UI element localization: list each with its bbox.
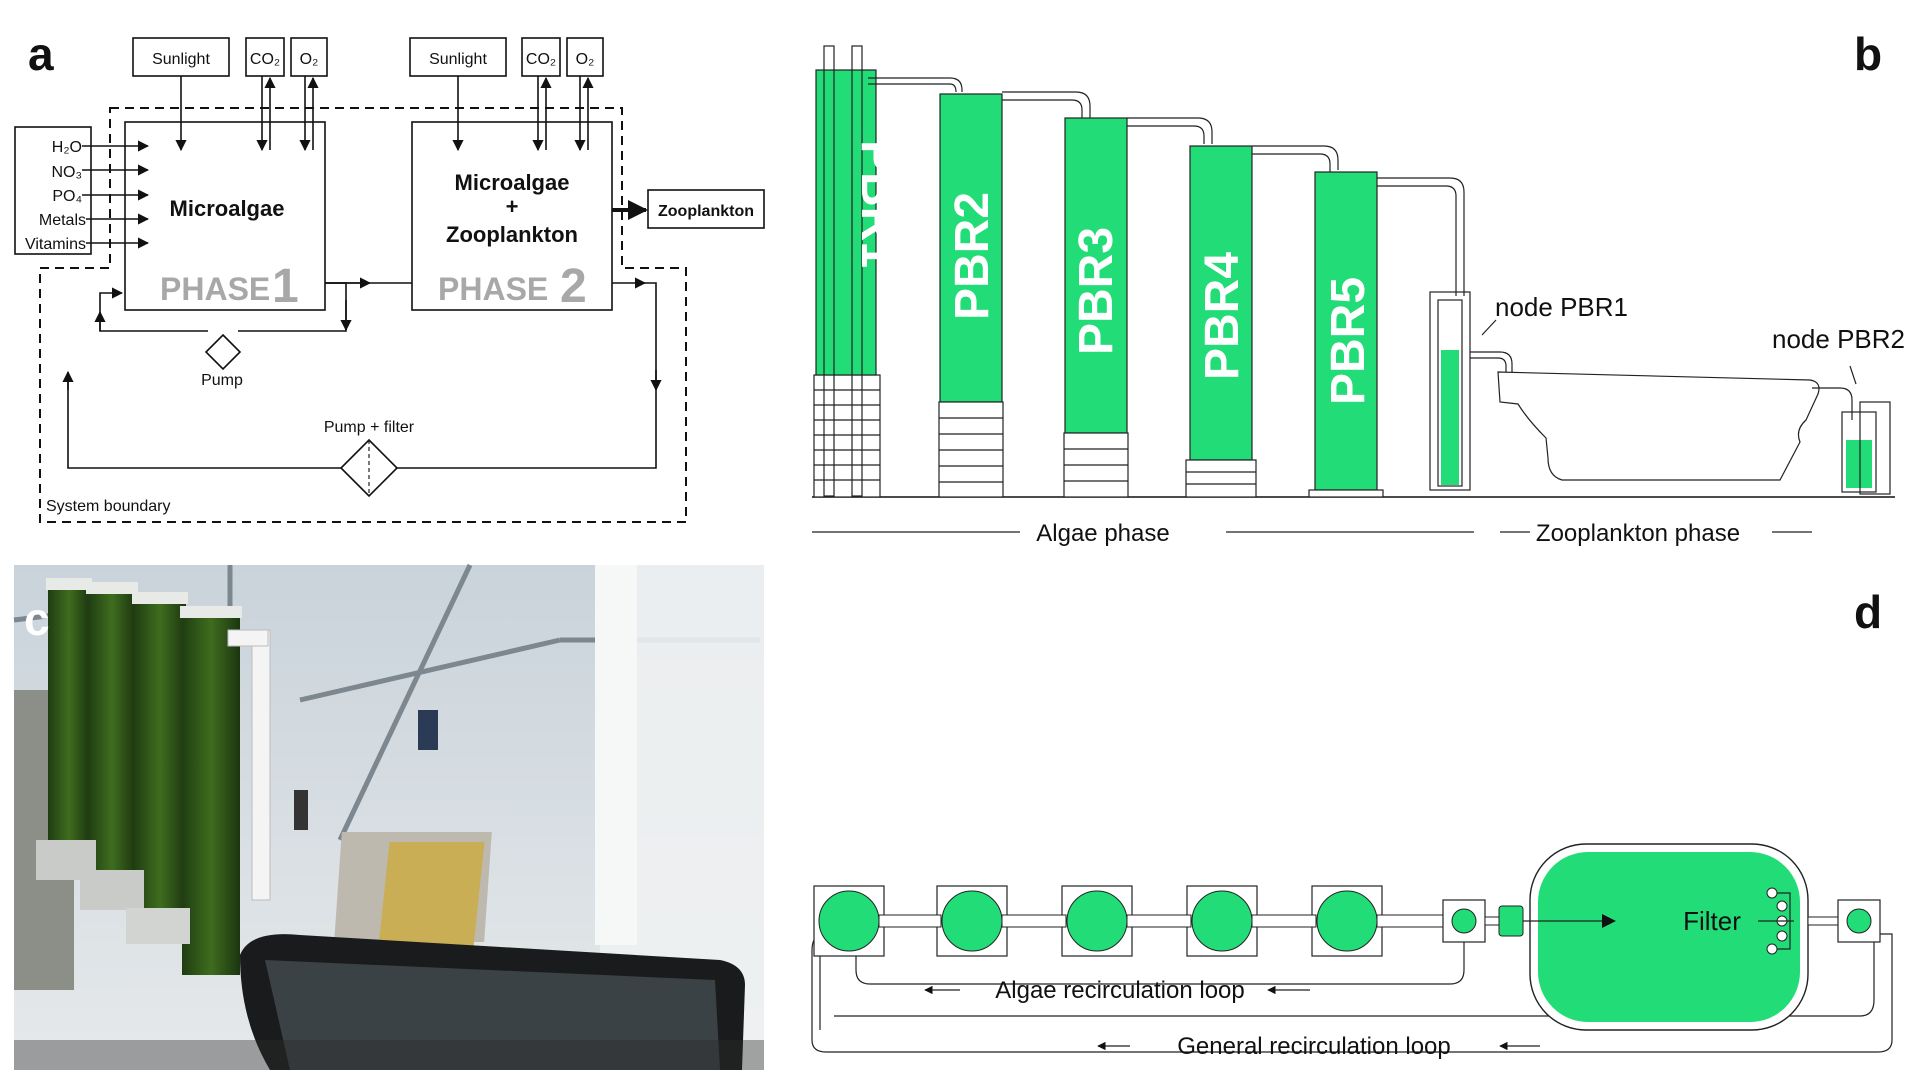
input-metals: Metals bbox=[39, 212, 86, 229]
phase1-number: 1 bbox=[272, 260, 299, 313]
co2-label-1: CO₂ bbox=[250, 51, 280, 68]
system-boundary bbox=[39, 107, 687, 523]
panel-b-diagram: b PBR1 PBR2 bbox=[812, 28, 1905, 547]
pbr-topview-1 bbox=[813, 885, 885, 957]
pbr-topview-3 bbox=[1061, 885, 1133, 957]
co2-box-2 bbox=[521, 37, 561, 77]
input-arrows bbox=[82, 140, 150, 249]
pipe-3-4 bbox=[1127, 117, 1213, 144]
input-no3: NO₃ bbox=[51, 164, 82, 181]
pbr3-column: PBR3 bbox=[1063, 117, 1129, 498]
general-loop-label: General recirculation loop bbox=[1177, 1033, 1450, 1060]
co2-label-2: CO₂ bbox=[526, 51, 556, 68]
input-po4: PO₄ bbox=[52, 188, 82, 205]
system-boundary-label: System boundary bbox=[46, 498, 171, 515]
panel-a-diagram: a System boundary H₂O NO₃ PO₄ Metals Vit… bbox=[14, 28, 765, 523]
node-pbr2 bbox=[1812, 365, 1891, 495]
phase2-title-3: Zooplankton bbox=[446, 222, 578, 247]
input-h2o: H₂O bbox=[52, 139, 82, 156]
pipe-2-3 bbox=[1002, 91, 1091, 118]
node-pbr1 bbox=[1429, 291, 1497, 491]
pbr-topview-2 bbox=[936, 885, 1008, 957]
node-topview-1 bbox=[1442, 899, 1486, 943]
phase2-title-2: + bbox=[506, 194, 519, 219]
algae-loop-pipe bbox=[855, 935, 1465, 985]
sunlight-label-1: Sunlight bbox=[152, 51, 210, 68]
pbr4-label: PBR4 bbox=[1196, 252, 1249, 380]
panel-letter-d: d bbox=[1854, 586, 1882, 638]
filter-tank bbox=[1523, 843, 1809, 1031]
output-zooplankton-label: Zooplankton bbox=[658, 203, 754, 220]
phase2-label: PHASE bbox=[438, 271, 548, 307]
pump-filter-label: Pump + filter bbox=[324, 419, 415, 436]
inputs-box bbox=[14, 126, 92, 255]
o2-label-1: O₂ bbox=[300, 51, 319, 68]
general-loop-inner bbox=[834, 935, 1875, 1017]
panel-letter-a: a bbox=[28, 28, 54, 80]
pbr1-column: PBR1 bbox=[813, 45, 904, 498]
algae-phase-label: Algae phase bbox=[1036, 520, 1169, 547]
pipe-node1-tank bbox=[1470, 351, 1513, 372]
phase2-title-1: Microalgae bbox=[455, 170, 570, 195]
pipe-1-2 bbox=[868, 77, 963, 92]
pipe-4-5 bbox=[1252, 145, 1339, 170]
output-zooplankton-box bbox=[647, 189, 765, 229]
pbr1-label: PBR1 bbox=[851, 140, 904, 268]
panel-letter-c: c bbox=[24, 593, 50, 645]
node-pbr2-label: node PBR2 bbox=[1772, 324, 1905, 354]
o2-label-2: O₂ bbox=[576, 51, 595, 68]
phase2-number: 2 bbox=[560, 260, 587, 313]
input-vitamins: Vitamins bbox=[25, 236, 86, 253]
node-topview-2 bbox=[1837, 899, 1881, 943]
pump-symbol bbox=[204, 333, 242, 371]
pipe-5-node1 bbox=[1377, 177, 1465, 296]
pbr4-column: PBR4 bbox=[1185, 145, 1257, 498]
algae-loop-label: Algae recirculation loop bbox=[995, 977, 1244, 1004]
pbr5-column: PBR5 bbox=[1308, 171, 1384, 498]
general-loop-left bbox=[67, 376, 341, 469]
pump-label: Pump bbox=[201, 372, 243, 389]
panel-letter-b: b bbox=[1854, 28, 1882, 80]
phase1-box bbox=[124, 121, 326, 311]
panel-d-diagram: d bbox=[811, 586, 1893, 1060]
pbr2-column: PBR2 bbox=[938, 93, 1004, 498]
panel-c-photo: c bbox=[13, 563, 764, 1070]
pbr5-label: PBR5 bbox=[1322, 277, 1375, 405]
pbr3-label: PBR3 bbox=[1070, 227, 1123, 355]
filter-label: Filter bbox=[1683, 906, 1741, 936]
o2-box-1 bbox=[290, 37, 328, 77]
phase1-title: Microalgae bbox=[170, 196, 285, 221]
zooplankton-phase-label: Zooplankton phase bbox=[1536, 520, 1740, 547]
zooplankton-tank bbox=[1497, 371, 1820, 481]
pbr-topview-4 bbox=[1186, 885, 1258, 957]
co2-box-1 bbox=[245, 37, 285, 77]
pbr-topview-5 bbox=[1311, 885, 1383, 957]
o2-box-2 bbox=[566, 37, 604, 77]
pbr2-label: PBR2 bbox=[946, 192, 999, 320]
node-pbr1-label: node PBR1 bbox=[1495, 292, 1628, 322]
inputs-list: H₂O NO₃ PO₄ Metals Vitamins bbox=[25, 139, 86, 253]
phase1-label: PHASE bbox=[160, 271, 270, 307]
sunlight-label-2: Sunlight bbox=[429, 51, 487, 68]
phase2-box bbox=[411, 121, 613, 311]
pump-filter-symbol bbox=[339, 438, 399, 498]
